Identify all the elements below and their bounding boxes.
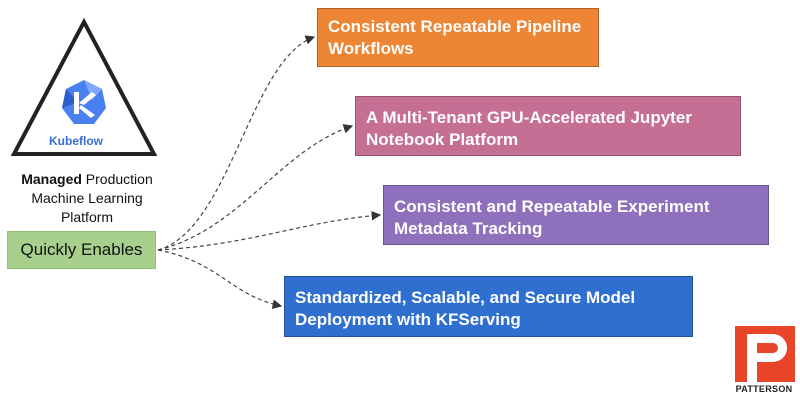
metadata-tracking-box: Consistent and Repeatable Experiment Met… <box>383 185 769 245</box>
caption-bold: Managed <box>21 171 82 187</box>
caption-line2: Machine Learning <box>31 190 143 206</box>
box-line: A Multi-Tenant GPU-Accelerated Jupyter <box>366 108 692 127</box>
kubeflow-triangle <box>10 17 158 158</box>
platform-caption: Managed Production Machine Learning Plat… <box>2 170 172 227</box>
box-line: Workflows <box>328 39 414 58</box>
pipeline-workflows-box: Consistent Repeatable Pipeline Workflows <box>317 8 599 67</box>
caption-line1: Production <box>81 171 153 187</box>
kfserving-box: Standardized, Scalable, and Secure Model… <box>284 276 693 337</box>
arrow-to-pipeline <box>157 35 316 251</box>
patterson-logo-text: PATTERSON <box>735 384 793 394</box>
caption-line3: Platform <box>60 209 114 225</box>
quickly-enables-box: Quickly Enables <box>7 231 156 269</box>
box-line: Consistent and Repeatable Experiment <box>394 197 710 216</box>
box-line: Consistent Repeatable Pipeline <box>328 17 582 36</box>
kubeflow-logo-icon <box>62 80 106 124</box>
arrow-to-metadata <box>157 210 382 251</box>
arrow-to-serving <box>157 249 283 309</box>
kubeflow-logo-text: Kubeflow <box>49 134 103 148</box>
jupyter-notebook-box: A Multi-Tenant GPU-Accelerated Jupyter N… <box>355 96 741 156</box>
box-line: Metadata Tracking <box>394 219 543 238</box>
box-line: Deployment with KFServing <box>295 310 521 329</box>
box-line: Standardized, Scalable, and Secure Model <box>295 288 636 307</box>
box-line: Notebook Platform <box>366 130 519 149</box>
patterson-logo-icon <box>735 326 795 382</box>
arrow-to-notebook <box>157 124 354 251</box>
